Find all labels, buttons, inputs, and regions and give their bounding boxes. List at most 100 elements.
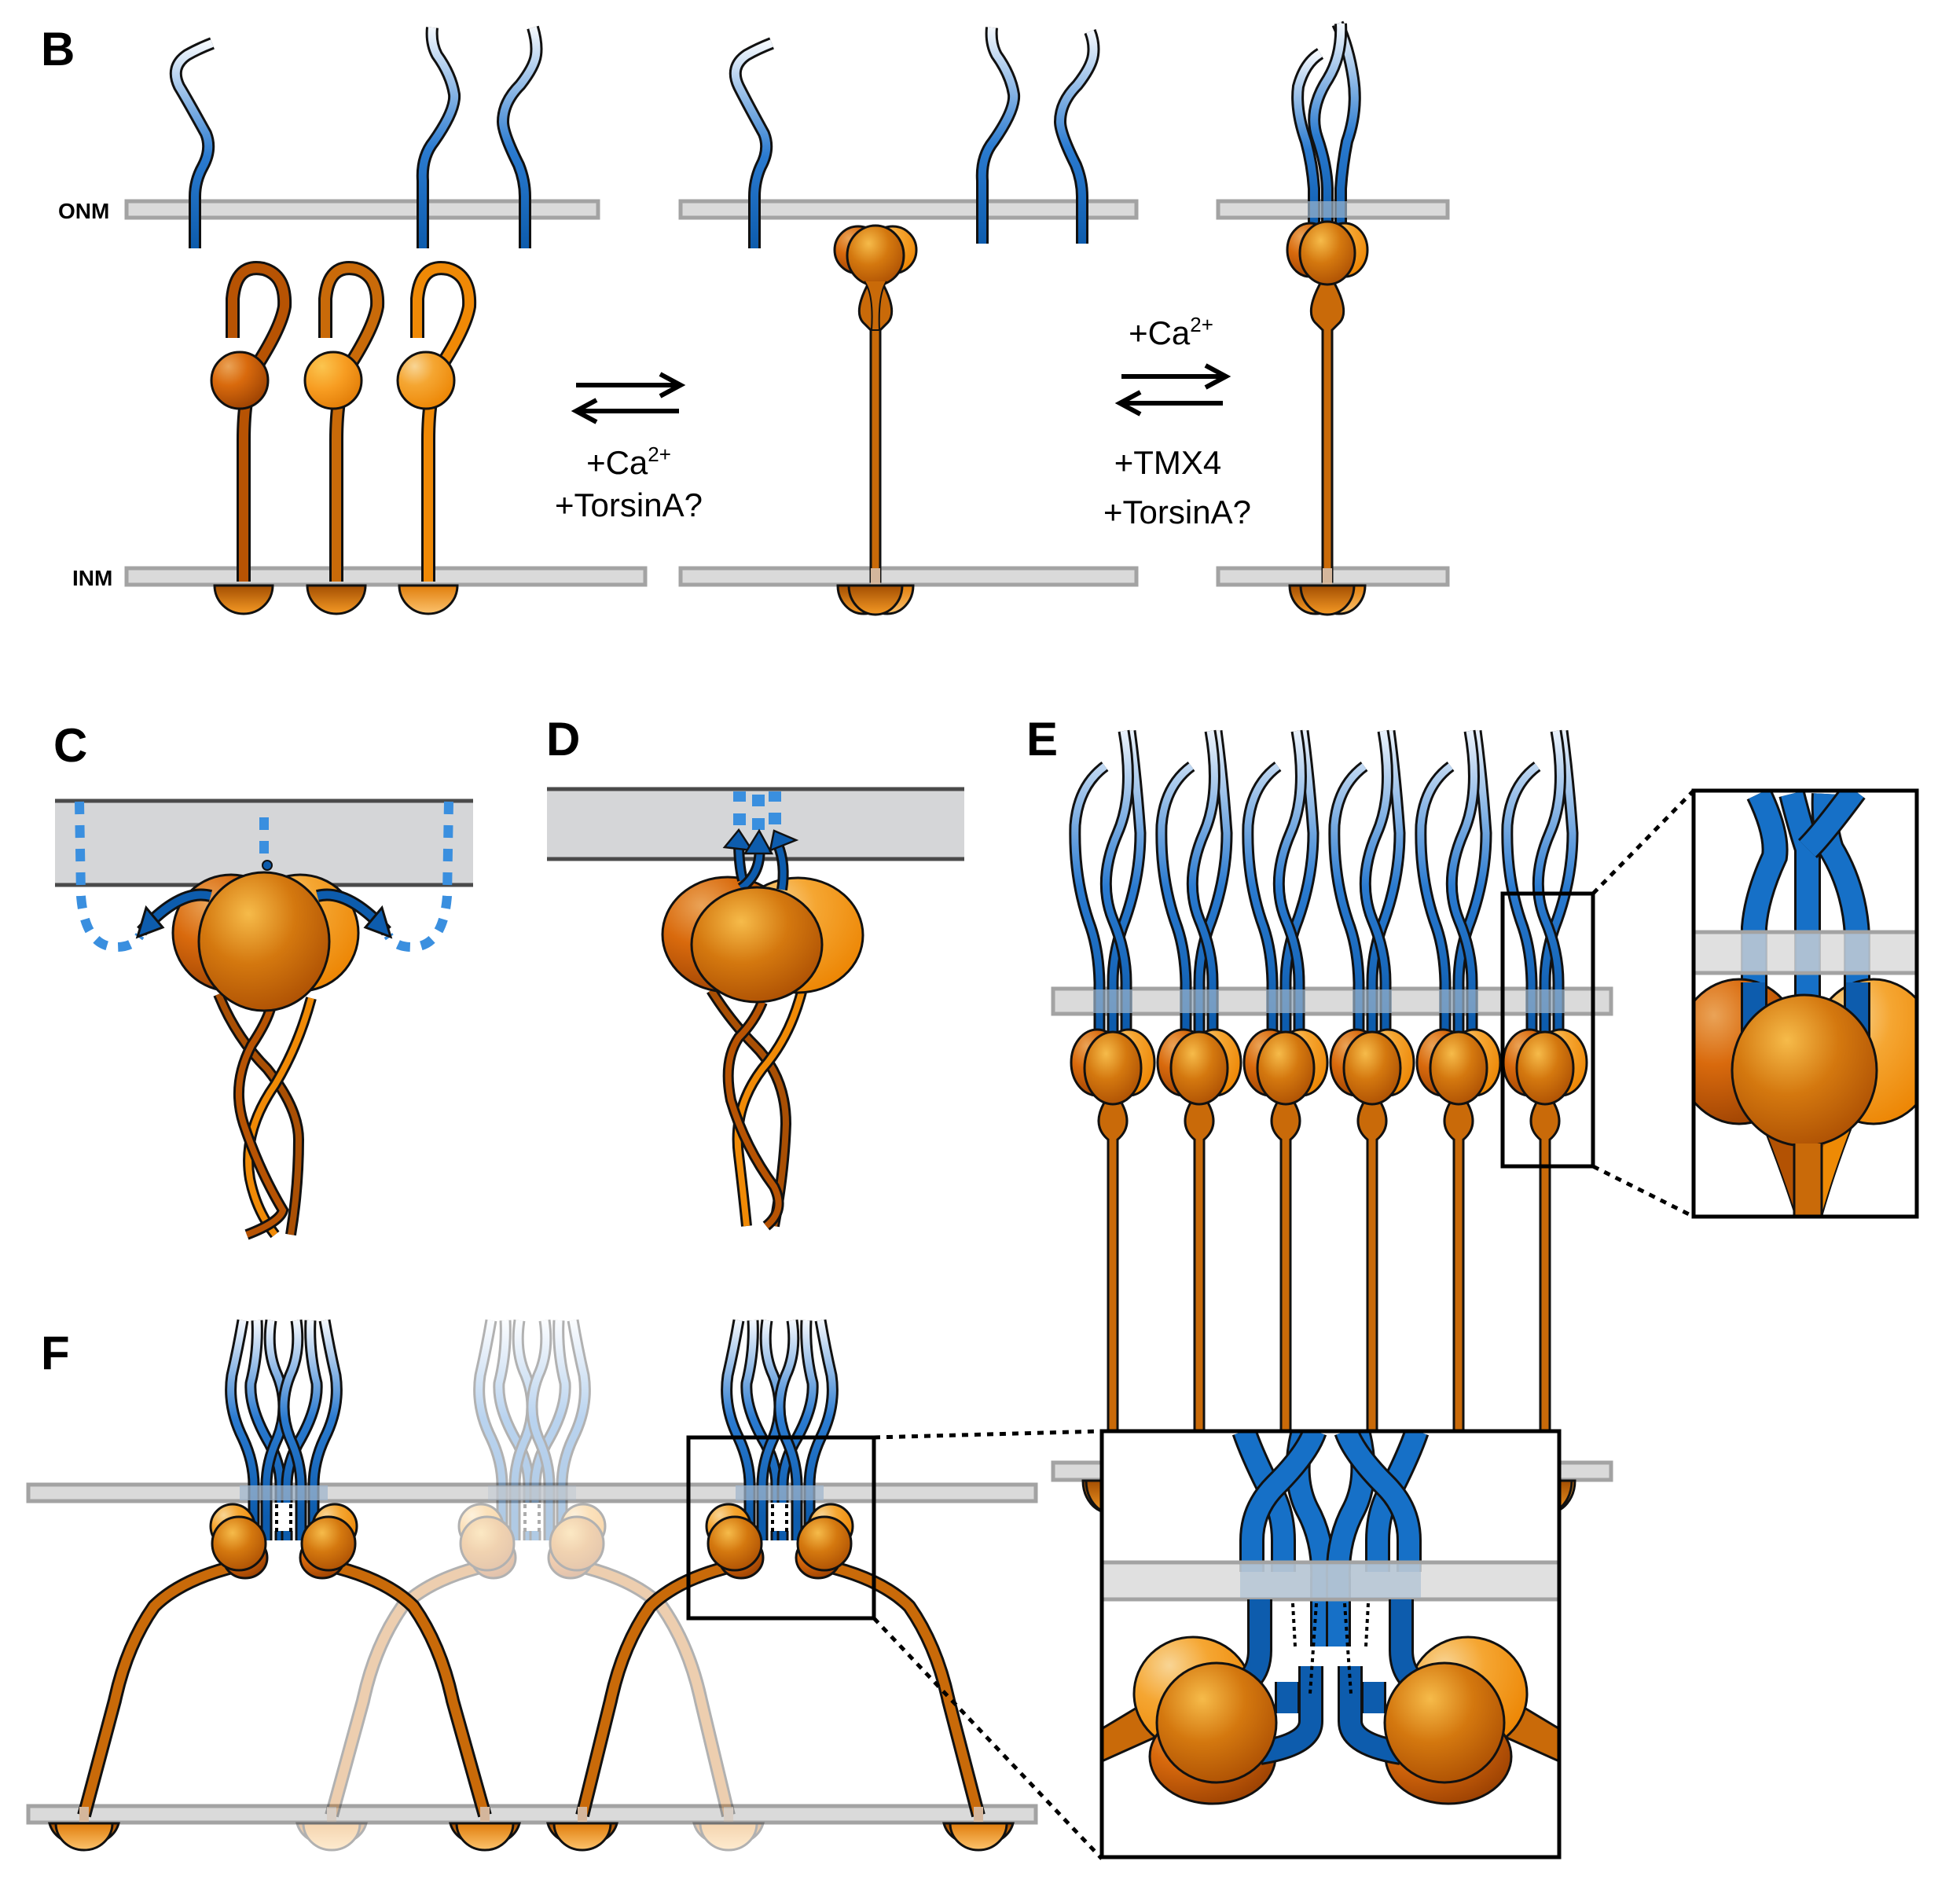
panel-b: ONM INM xyxy=(58,20,1450,616)
zoom-connector xyxy=(872,1617,1103,1860)
panel-label-b: B xyxy=(41,23,75,75)
sun-head xyxy=(211,1515,267,1572)
kash-peptide xyxy=(776,1320,819,1540)
linc-unit xyxy=(1069,729,1156,1515)
sun-head xyxy=(1342,1030,1402,1106)
kash-peptide xyxy=(1532,729,1566,1053)
kash-peptide xyxy=(803,1319,839,1540)
sun-trimer xyxy=(833,224,918,616)
kash-tail xyxy=(1338,1666,1404,1765)
kash-peptide xyxy=(556,1319,591,1540)
linc-array xyxy=(1069,729,1588,1515)
linc-unit xyxy=(546,1319,1015,1852)
kash-peptide xyxy=(1193,730,1233,1053)
sun-head xyxy=(1383,1661,1506,1784)
sun-head xyxy=(1169,1030,1229,1106)
sun-head xyxy=(300,1515,357,1572)
condition-text: +TorsinA? xyxy=(555,486,703,523)
kash-peptide xyxy=(1155,761,1195,1053)
kash-peptide xyxy=(1107,730,1147,1053)
linc-unit xyxy=(1328,729,1415,1515)
kash-peptide xyxy=(1069,761,1109,1053)
kash-peptide xyxy=(526,1319,556,1540)
panel-d xyxy=(547,787,964,1231)
inm-membrane xyxy=(678,566,1139,587)
sun-head xyxy=(1515,1030,1575,1106)
sun-arch xyxy=(575,1558,736,1818)
kash-peptide xyxy=(1539,730,1579,1053)
kash-peptide xyxy=(529,1320,571,1540)
linc-unit xyxy=(1501,729,1588,1515)
sun-head xyxy=(549,1515,605,1572)
zoom-connector xyxy=(873,1429,1103,1440)
zoom-inset-f xyxy=(1099,1429,1562,1859)
sun-head xyxy=(197,871,331,1012)
onm-label: ONM xyxy=(58,199,109,223)
kash-peptide xyxy=(1334,1431,1422,1572)
kash-peptide xyxy=(1328,761,1368,1053)
sun-monomer xyxy=(396,261,477,615)
zoom-inset-e xyxy=(1691,788,1919,1219)
condition-text: +Ca2+ xyxy=(1129,313,1213,351)
sun-monomer xyxy=(303,261,385,615)
sun-head xyxy=(1256,1030,1316,1106)
linc-lattice xyxy=(48,1319,1015,1852)
zoom-connector xyxy=(1591,789,1695,895)
equilibrium-arrows xyxy=(571,372,686,424)
kash-peptide xyxy=(1242,761,1282,1053)
kash-peptide xyxy=(1366,730,1406,1053)
panel-label-d: D xyxy=(546,713,580,765)
panel-label-c: C xyxy=(53,719,87,772)
kash-peptide xyxy=(493,1320,535,1540)
panel-label-e: E xyxy=(1026,713,1058,765)
kash-peptide xyxy=(1239,1431,1327,1572)
kash-peptide xyxy=(773,1319,803,1540)
kash-peptide xyxy=(729,37,774,248)
linc-unit xyxy=(1242,729,1329,1515)
sun-head xyxy=(1155,1661,1278,1784)
kash-peptide xyxy=(1272,729,1307,1053)
coiled-coil-stalk xyxy=(707,987,807,1231)
coiled-coil-stalk xyxy=(213,992,317,1240)
kash-peptide xyxy=(473,1319,508,1540)
sun-arch xyxy=(327,1558,492,1818)
kash-peptide xyxy=(1359,729,1393,1053)
kash-peptide xyxy=(1186,729,1220,1053)
kash-peptide xyxy=(169,37,215,248)
kash-peptide xyxy=(1279,730,1320,1053)
onm-membrane xyxy=(678,199,1139,220)
inm-membrane xyxy=(26,1804,1038,1825)
kash-peptide xyxy=(1053,29,1100,244)
inm-membrane xyxy=(124,566,648,587)
kash-peptide xyxy=(277,1319,307,1540)
sun-head xyxy=(459,1515,516,1572)
linc-unit-faded xyxy=(295,1319,765,1852)
linc-unit xyxy=(1155,729,1242,1515)
kash-peptide xyxy=(1445,729,1480,1053)
panel-f xyxy=(26,1319,1562,1860)
condition-text: +TMX4 xyxy=(1114,444,1222,481)
condition-text: +TorsinA? xyxy=(1103,494,1251,530)
equilibrium-arrows xyxy=(1114,363,1231,417)
kash-peptide xyxy=(721,1319,756,1540)
kash-peptide xyxy=(1099,729,1134,1053)
onm-membrane xyxy=(1051,986,1613,1016)
kash-peptide xyxy=(1501,761,1541,1053)
linc-unit xyxy=(48,1319,521,1852)
sun-monomer xyxy=(210,261,292,615)
kash-peptide xyxy=(225,1319,260,1540)
sun-arch xyxy=(77,1558,240,1818)
inm-label: INM xyxy=(72,566,112,590)
kash-peptide xyxy=(307,1319,343,1540)
linc-complex xyxy=(1286,20,1369,616)
kash-dots xyxy=(733,791,781,830)
kash-peptide xyxy=(740,1320,783,1540)
sun-head xyxy=(1429,1030,1488,1106)
kash-peptide xyxy=(416,27,461,248)
onm-membrane xyxy=(124,199,600,220)
panel-label-f: F xyxy=(41,1327,70,1379)
sun-arch xyxy=(325,1558,489,1818)
condition-text: +Ca2+ xyxy=(586,442,671,481)
zoom-region-box xyxy=(1500,891,1595,1169)
